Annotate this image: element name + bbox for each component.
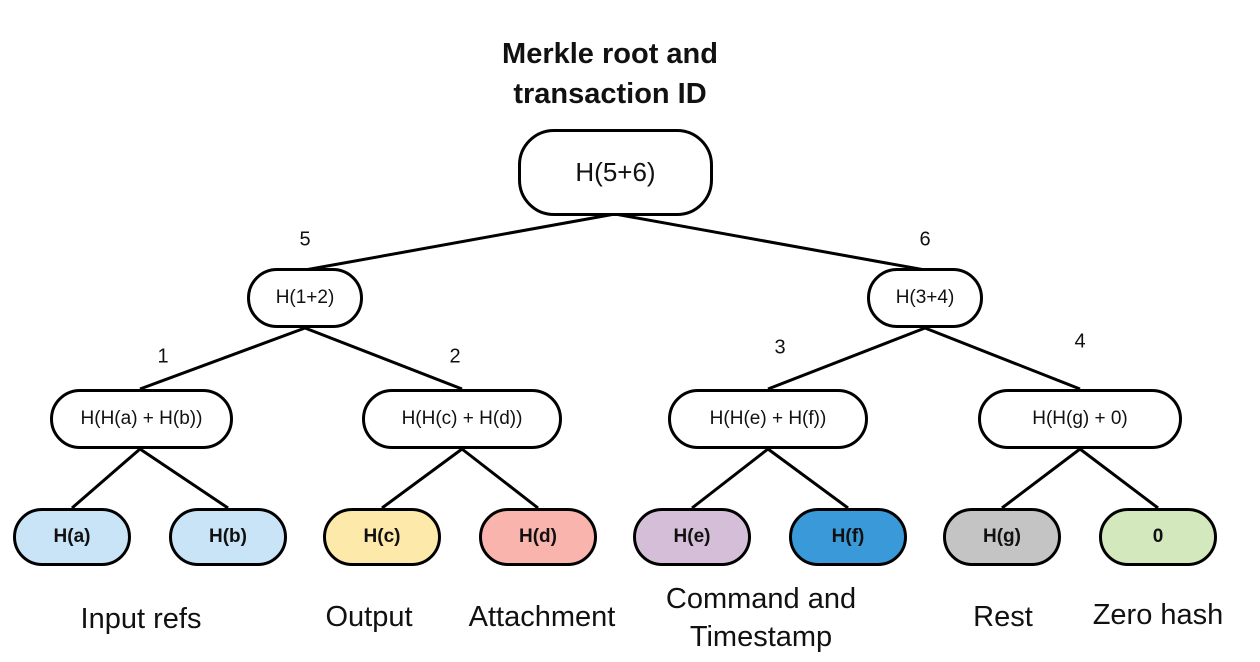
edge-hcd-hc (381, 447, 463, 510)
leaf-hg-label: H(g) (983, 526, 1021, 547)
edge-h34-hef (767, 326, 926, 391)
edge-hg0-hg (1001, 447, 1081, 510)
edge-label-1: 1 (157, 345, 169, 368)
leaf-ha-label: H(a) (53, 526, 91, 547)
leaf-he: H(e) (633, 508, 751, 566)
leaf-hf: H(f) (789, 508, 907, 566)
leaf-hg: H(g) (943, 508, 1061, 566)
leaf-ha: H(a) (13, 508, 131, 566)
node-hg0-label: H(H(g) + 0) (1032, 408, 1128, 429)
node-hef: H(H(e) + H(f)) (668, 389, 868, 449)
node-hef-label: H(H(e) + H(f)) (709, 408, 827, 429)
edge-hab-hb (139, 447, 229, 510)
edge-hef-he (691, 447, 769, 510)
group-label-attachment: Attachment (469, 598, 616, 636)
edge-label-3: 3 (774, 336, 786, 359)
edge-label-5: 5 (299, 228, 311, 251)
leaf-hd: H(d) (479, 508, 597, 566)
title-line-2: transaction ID (513, 78, 707, 110)
leaf-he-label: H(e) (673, 526, 711, 547)
group-label-output-line1: Output (325, 601, 413, 633)
edge-hef-hf (767, 447, 849, 510)
group-label-command-line1: Command and (665, 583, 857, 615)
group-label-rest-line1: Rest (973, 601, 1033, 633)
edge-hg0-zero (1079, 447, 1159, 510)
group-label-zero-hash-line1: Zero hash (1092, 599, 1224, 631)
node-h34: H(3+4) (867, 268, 983, 328)
edge-root-h34 (614, 212, 926, 272)
leaf-hb-label: H(b) (209, 526, 247, 547)
node-h12-label: H(1+2) (275, 287, 335, 308)
leaf-hd-label: H(d) (519, 526, 557, 547)
node-h34-label: H(3+4) (895, 287, 955, 308)
group-label-output: Output (325, 598, 412, 636)
edge-label-2: 2 (449, 345, 461, 368)
leaf-hb: H(b) (169, 508, 287, 566)
edge-label-4: 4 (1074, 330, 1086, 353)
edge-h34-hg0 (924, 326, 1081, 391)
group-label-command-line2: Timestamp (689, 621, 833, 653)
edge-h12-hab (139, 326, 306, 391)
edge-label-6: 6 (919, 228, 931, 251)
group-label-zero-hash: Zero hash (1093, 596, 1224, 634)
node-hab: H(H(a) + H(b)) (50, 389, 233, 449)
edge-h12-hcd (304, 326, 463, 391)
title-line-1: Merkle root and (502, 38, 718, 70)
leaf-zero: 0 (1099, 508, 1217, 566)
node-h12: H(1+2) (247, 268, 363, 328)
node-hg0: H(H(g) + 0) (978, 389, 1182, 449)
node-hcd: H(H(c) + H(d)) (362, 389, 562, 449)
root-node: H(5+6) (518, 129, 713, 216)
node-hcd-label: H(H(c) + H(d)) (401, 408, 523, 429)
group-label-input-refs: Input refs (81, 600, 202, 638)
leaf-hf-label: H(f) (831, 526, 865, 547)
leaf-hc: H(c) (323, 508, 441, 566)
group-label-rest: Rest (973, 598, 1033, 636)
root-node-label: H(5+6) (575, 157, 656, 187)
edge-hcd-hd (461, 447, 539, 510)
leaf-zero-label: 0 (1152, 526, 1164, 547)
node-hab-label: H(H(a) + H(b)) (80, 408, 203, 429)
leaf-hc-label: H(c) (363, 526, 401, 547)
group-label-input-refs-line1: Input refs (80, 603, 202, 635)
group-label-attachment-line1: Attachment (468, 601, 616, 633)
edge-root-h12 (304, 212, 616, 272)
diagram-title: Merkle root and transaction ID (502, 34, 718, 114)
edge-hab-ha (71, 447, 141, 510)
group-label-command-timestamp: Command and Timestamp (666, 580, 856, 656)
